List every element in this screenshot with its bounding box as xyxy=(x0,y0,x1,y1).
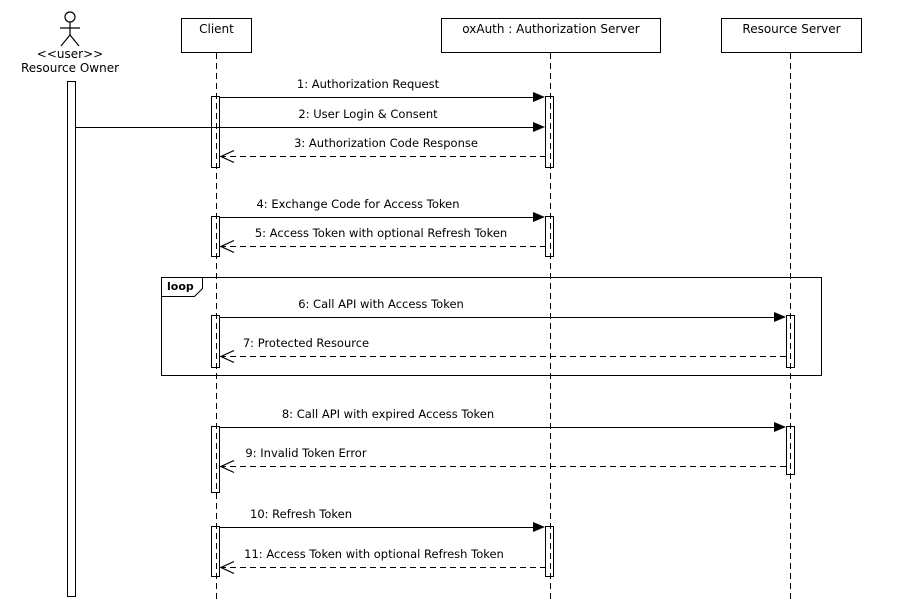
message-label: 9: Invalid Token Error xyxy=(245,446,367,460)
arrowhead-icon xyxy=(774,422,786,432)
arrowhead-icon xyxy=(533,522,545,532)
message-label: 2: User Login & Consent xyxy=(298,107,438,121)
resource-server-activation-2 xyxy=(786,426,795,475)
message-label: 7: Protected Resource xyxy=(242,336,370,350)
oxauth-activation-2 xyxy=(545,216,554,257)
open-arrowhead-icon xyxy=(220,349,235,364)
arrowhead-icon xyxy=(533,92,545,102)
client-activation-4 xyxy=(211,426,220,493)
client-activation-5 xyxy=(211,526,220,577)
message-label: 8: Call API with expired Access Token xyxy=(281,407,495,421)
message-label: 3: Authorization Code Response xyxy=(294,136,478,150)
message-line xyxy=(220,246,545,247)
message-label: 11: Access Token with optional Refresh T… xyxy=(244,547,504,561)
client-activation-3 xyxy=(211,315,220,368)
message-label: 4: Exchange Code for Access Token xyxy=(256,197,460,211)
message-line xyxy=(220,527,534,528)
actor-name: Resource Owner xyxy=(20,61,120,75)
arrowhead-icon xyxy=(774,312,786,322)
message-line xyxy=(220,356,786,357)
oxauth-lifeline xyxy=(550,53,551,600)
message-line xyxy=(220,427,775,428)
loop-fragment xyxy=(161,277,822,376)
arrowhead-icon xyxy=(533,212,545,222)
lifeline-head-oxauth: oxAuth : Authorization Server xyxy=(441,18,661,53)
actor-icon xyxy=(60,11,80,47)
oxauth-activation-1 xyxy=(545,96,554,168)
open-arrowhead-icon xyxy=(220,560,235,575)
lifeline-head-client: Client xyxy=(181,18,252,53)
resource-server-activation-1 xyxy=(786,315,795,368)
message-line xyxy=(220,567,545,568)
oxauth-activation-3 xyxy=(545,526,554,577)
actor-stereotype: <<user>> xyxy=(36,47,104,61)
message-line xyxy=(220,156,545,157)
message-label: 10: Refresh Token xyxy=(250,507,352,521)
message-line xyxy=(220,217,534,218)
client-lifeline xyxy=(216,53,217,600)
lifeline-head-resource-server: Resource Server xyxy=(721,18,862,53)
message-label: 1: Authorization Request xyxy=(296,77,440,91)
open-arrowhead-icon xyxy=(220,459,235,474)
message-line xyxy=(220,97,534,98)
message-line xyxy=(220,466,786,467)
message-line xyxy=(75,127,534,128)
client-activation-2 xyxy=(211,216,220,257)
loop-operator-label: loop xyxy=(167,280,194,293)
resource-owner-activation xyxy=(67,81,76,597)
message-label: 5: Access Token with optional Refresh To… xyxy=(254,226,508,240)
message-line xyxy=(220,317,775,318)
client-activation-1 xyxy=(211,96,220,168)
arrowhead-icon xyxy=(533,122,545,132)
message-label: 6: Call API with Access Token xyxy=(298,297,464,311)
open-arrowhead-icon xyxy=(220,239,235,254)
open-arrowhead-icon xyxy=(220,149,235,164)
resource-server-lifeline xyxy=(790,53,791,600)
loop-operator-pentagon xyxy=(161,277,203,297)
